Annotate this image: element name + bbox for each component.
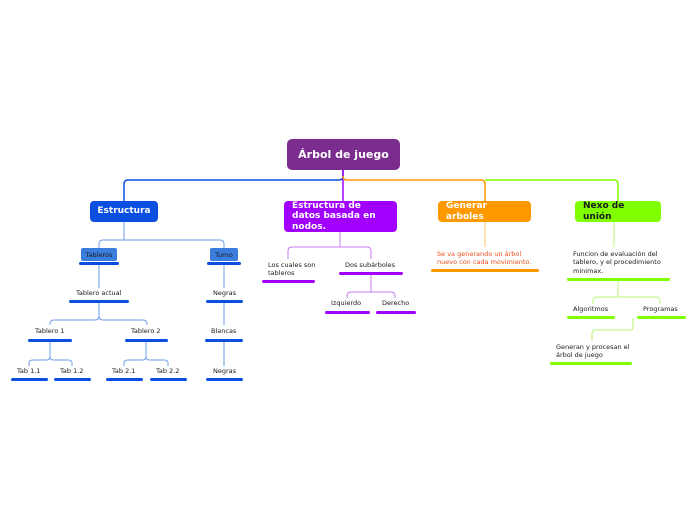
tableros-node[interactable]: Tableros <box>81 248 117 261</box>
nodos-label: Estructura de datos basada en nodos. <box>292 200 376 232</box>
algoritmos-node[interactable]: Algoritmos <box>573 305 608 313</box>
tab22-node[interactable]: Tab 2.2 <box>156 367 179 375</box>
tablero2-node[interactable]: Tablero 2 <box>131 327 161 335</box>
blancas-underline <box>205 339 243 342</box>
programas-underline <box>637 316 686 319</box>
negras2-node[interactable]: Negras <box>213 367 236 375</box>
connector-nodos-children <box>287 232 372 259</box>
nexo-label: Nexo de unión <box>583 201 625 222</box>
generar-desc-label: Se va generando un árbol nuevo con cada … <box>437 250 532 267</box>
generar-desc-underline <box>431 269 539 272</box>
derecho-label: Derecho <box>382 299 410 307</box>
generan-label: Generan y procesan el árbol de juego <box>556 343 630 360</box>
tab22-label: Tab 2.2 <box>156 367 180 375</box>
tablero1-node[interactable]: Tablero 1 <box>35 327 65 335</box>
tab11-underline <box>11 378 48 381</box>
tablero1-label: Tablero 1 <box>35 327 65 335</box>
connector-estructura-children <box>98 222 225 248</box>
tab12-label: Tab 1.2 <box>60 367 84 375</box>
negras2-label: Negras <box>213 367 237 375</box>
turno-node[interactable]: Turno <box>210 248 238 261</box>
negras2-underline <box>206 378 243 381</box>
connector-programas-generan <box>591 318 634 341</box>
blancas-node[interactable]: Blancas <box>211 327 236 335</box>
turno-label: Turno <box>215 250 233 259</box>
generar-label: Generar arboles <box>446 201 487 222</box>
connector-root-generar <box>342 175 486 201</box>
algoritmos-underline <box>567 316 615 319</box>
connector-root-estructura <box>123 170 344 201</box>
tab22-underline <box>150 378 187 381</box>
nodos-node[interactable]: Estructura de datos basada en nodos. <box>284 201 397 232</box>
programas-label: Programas <box>643 305 678 313</box>
estructura-label: Estructura <box>97 206 151 217</box>
connector-funcion-children <box>592 281 661 304</box>
dos-subarboles-label: Dos subárboles <box>345 261 396 269</box>
tab21-underline <box>106 378 143 381</box>
dos-subarboles-underline <box>339 272 403 275</box>
nexo-node[interactable]: Nexo de unión <box>575 201 661 222</box>
generar-desc-node[interactable]: Se va generando un árbol nuevo con cada … <box>437 250 539 267</box>
negras1-underline <box>206 300 243 303</box>
izquierdo-label: Izquierdo <box>331 299 362 307</box>
generan-underline <box>550 362 632 365</box>
tablero-actual-node[interactable]: Tablero actual <box>76 289 121 297</box>
izquierdo-underline <box>325 311 370 314</box>
estructura-node[interactable]: Estructura <box>90 201 158 222</box>
connector-actual-tableros12 <box>49 303 148 325</box>
cuales-label: Los cuales son tableros <box>268 261 316 278</box>
generan-node[interactable]: Generan y procesan el árbol de juego <box>556 343 630 360</box>
negras1-node[interactable]: Negras <box>213 289 236 297</box>
derecho-node[interactable]: Derecho <box>382 299 409 307</box>
derecho-underline <box>376 311 416 314</box>
tab11-label: Tab 1.1 <box>17 367 41 375</box>
algoritmos-label: Algoritmos <box>573 305 609 313</box>
izquierdo-node[interactable]: Izquierdo <box>331 299 361 307</box>
funcion-label: Funcion de evaluación del tablero, y el … <box>573 250 661 275</box>
tab12-underline <box>54 378 91 381</box>
cuales-node[interactable]: Los cuales son tableros <box>268 261 316 278</box>
root-node[interactable]: Árbol de juego <box>287 139 400 170</box>
connector-root-nexo <box>485 179 619 201</box>
blancas-label: Blancas <box>211 327 237 335</box>
generar-node[interactable]: Generar arboles <box>438 201 531 222</box>
cuales-underline <box>262 280 315 283</box>
tableros-label: Tableros <box>85 250 113 259</box>
funcion-node[interactable]: Funcion de evaluación del tablero, y el … <box>573 250 669 275</box>
connector-tablero2-tabs <box>123 342 169 366</box>
tablero-actual-label: Tablero actual <box>76 289 122 297</box>
turno-underline <box>207 262 241 265</box>
programas-node[interactable]: Programas <box>643 305 678 313</box>
funcion-underline <box>567 278 670 281</box>
tab11-node[interactable]: Tab 1.1 <box>17 367 40 375</box>
tab21-label: Tab 2.1 <box>112 367 136 375</box>
tab21-node[interactable]: Tab 2.1 <box>112 367 135 375</box>
dos-subarboles-node[interactable]: Dos subárboles <box>345 261 395 269</box>
connector-tablero1-tabs <box>28 342 73 366</box>
tab12-node[interactable]: Tab 1.2 <box>60 367 83 375</box>
tableros-underline <box>79 262 119 265</box>
root-label: Árbol de juego <box>298 148 389 161</box>
tablero-actual-underline <box>69 300 129 303</box>
negras1-label: Negras <box>213 289 237 297</box>
connector-subarboles <box>346 275 396 298</box>
tablero2-underline <box>125 339 168 342</box>
tablero2-label: Tablero 2 <box>131 327 161 335</box>
tablero1-underline <box>28 339 72 342</box>
